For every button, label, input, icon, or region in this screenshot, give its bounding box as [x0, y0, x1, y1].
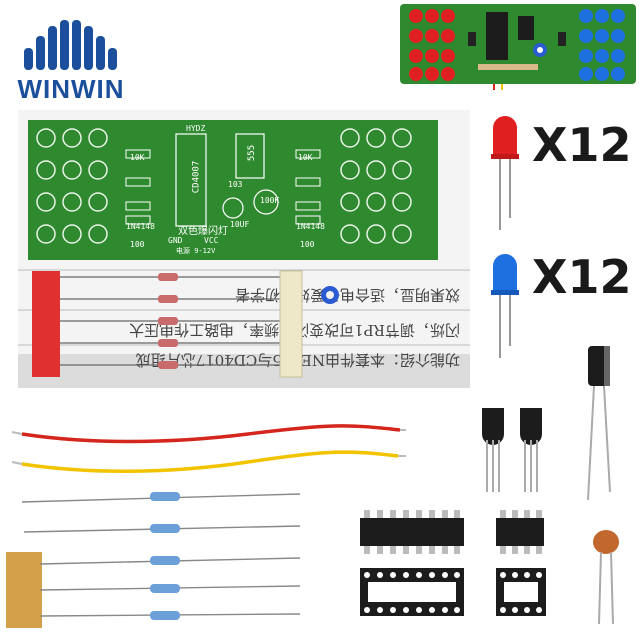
cd4017-chip — [360, 510, 464, 554]
board-pin-gnd: GND — [168, 236, 183, 245]
board-label-r2: 10K — [298, 153, 313, 162]
yellow-wire — [21, 450, 399, 473]
blue-led — [491, 254, 519, 358]
board-label-diode-right: 1N4148 — [296, 222, 325, 231]
wifi-fan-icon — [24, 20, 117, 70]
red-led-quantity: X12 — [532, 118, 632, 172]
resistor-bodies — [150, 492, 180, 620]
diodes-and-header — [32, 270, 339, 378]
assembled-555-chip — [518, 16, 534, 40]
board-label-c1: 10UF — [230, 220, 250, 229]
assembled-board-photo — [400, 4, 636, 90]
transistors — [482, 408, 542, 492]
ne555-chip — [496, 510, 544, 554]
board-label-r4: 100 — [300, 240, 315, 249]
transistor-2 — [520, 408, 542, 445]
16-pin-socket — [360, 568, 464, 616]
board-label-r5: 100 — [130, 240, 145, 249]
electrolytic-capacitor — [587, 346, 611, 501]
jumper-wires — [11, 424, 406, 473]
resistor-tape — [6, 552, 42, 628]
red-wire — [21, 424, 401, 444]
board-label-diode-left: 1N4148 — [126, 222, 155, 231]
board-pin-vcc: VCC — [204, 236, 219, 245]
board-chip-main: CD4007 — [191, 160, 202, 194]
blue-led-quantity: X12 — [532, 250, 632, 304]
ic-chips-and-sockets — [360, 510, 546, 616]
red-tape — [32, 271, 60, 377]
board-label-r3: 10K — [130, 153, 145, 162]
board-supply-label: 电源 9-12V — [176, 247, 216, 255]
board-title: HYDZ — [186, 124, 206, 133]
assembled-cd4017-chip — [486, 12, 508, 60]
pin-header — [279, 270, 303, 378]
pcb-led-pads-left — [36, 128, 108, 244]
pcb-led-pads-right — [340, 128, 412, 244]
brand-logo: WINWIN — [6, 14, 136, 104]
assembled-blue-leds — [579, 9, 625, 81]
red-led — [491, 116, 519, 230]
brand-name: WINWIN — [17, 74, 125, 104]
8-pin-socket — [496, 568, 546, 616]
transistor-1 — [482, 408, 504, 445]
board-label-100k: 100K — [260, 196, 280, 205]
pcb-board — [28, 120, 438, 260]
resistor-leads — [21, 493, 301, 617]
board-label-c2: 103 — [228, 180, 243, 189]
resistors — [6, 492, 301, 628]
ceramic-capacitor — [593, 530, 619, 625]
board-product-name: 双色爆闪灯 — [178, 226, 228, 237]
board-chip-timer: 555 — [247, 144, 258, 162]
assembled-red-leds — [409, 9, 455, 81]
diode-bodies — [158, 273, 178, 369]
